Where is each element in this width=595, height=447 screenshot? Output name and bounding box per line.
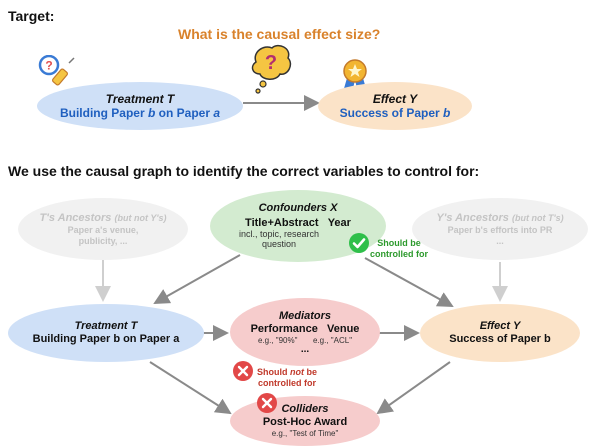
should-not-control-note: Should not be controlled for	[256, 367, 317, 388]
effect-node: Effect Y Success of Paper b	[420, 304, 580, 362]
effect-desc-top: Success of Paper b	[339, 106, 451, 120]
mediators-title: Mediators	[279, 310, 331, 323]
colliders-item: Post-Hoc Award	[262, 416, 348, 429]
question-text: What is the causal effect size?	[178, 26, 381, 42]
effect-desc: Success of Paper b	[449, 333, 551, 345]
y-ancestors-node: Y's Ancestors (but not T's) Paper b's ef…	[412, 198, 588, 260]
section-heading: We use the causal graph to identify the …	[8, 163, 480, 179]
mediators-items: Performance Venue	[250, 323, 360, 336]
treatment-title-top: Treatment T	[105, 91, 175, 106]
check-icon	[348, 232, 370, 254]
svg-text:?: ?	[45, 59, 52, 73]
t-ancestors-line1: Paper a's venue,	[67, 224, 139, 235]
edge-confounders-effect	[364, 257, 454, 307]
y-ancestors-title: Y's Ancestors (but not T's)	[436, 211, 564, 224]
edge-treatment-colliders	[149, 361, 232, 415]
effect-title: Effect Y	[479, 319, 521, 332]
t-ancestors-line2: publicity, ...	[78, 235, 128, 246]
y-ancestors-line2: ...	[496, 235, 504, 246]
treatment-desc: Building Paper b on Paper a	[32, 333, 180, 345]
treatment-title: Treatment T	[74, 319, 138, 332]
edge-effect-colliders	[376, 361, 451, 415]
colliders-title: Colliders	[281, 403, 329, 416]
confounders-detail: incl., topic, research question	[238, 229, 320, 250]
should-control-note: Should be controlled for	[370, 238, 428, 259]
confounders-items: Title+Abstract Year	[245, 217, 351, 230]
colliders-node: Colliders Post-Hoc Award e.g., "Test of …	[230, 396, 380, 446]
treatment-node: Treatment T Building Paper b on Paper a	[8, 304, 204, 362]
y-ancestors-line1: Paper b's efforts into PR	[447, 224, 553, 235]
colliders-example: e.g., "Test of Time"	[271, 429, 339, 439]
treatment-node-top: Treatment T Building Paper b on Paper a	[37, 82, 243, 130]
mediators-examples: e.g., "90%" e.g., "ACL"	[257, 336, 353, 346]
svg-text:?: ?	[265, 52, 277, 74]
treatment-desc-top: Building Paper b on Paper a	[59, 106, 221, 120]
thought-bubble-icon: ?	[250, 42, 294, 96]
effect-node-top: Effect Y Success of Paper b	[318, 82, 472, 130]
mediators-more: ...	[300, 343, 310, 355]
edge-confounders-treatment	[153, 254, 241, 304]
effect-title-top: Effect Y	[372, 91, 418, 106]
target-label: Target:	[8, 8, 55, 24]
t-ancestors-title: T's Ancestors (but not Y's)	[39, 211, 167, 224]
cross-icon-colliders	[256, 392, 278, 414]
syringe-icon: ?	[38, 55, 78, 89]
confounders-title: Confounders X	[258, 201, 338, 214]
mediators-node: Mediators Performance Venue e.g., "90%" …	[230, 298, 380, 366]
cross-icon-mediators	[232, 360, 254, 382]
t-ancestors-node: T's Ancestors (but not Y's) Paper a's ve…	[18, 198, 188, 260]
